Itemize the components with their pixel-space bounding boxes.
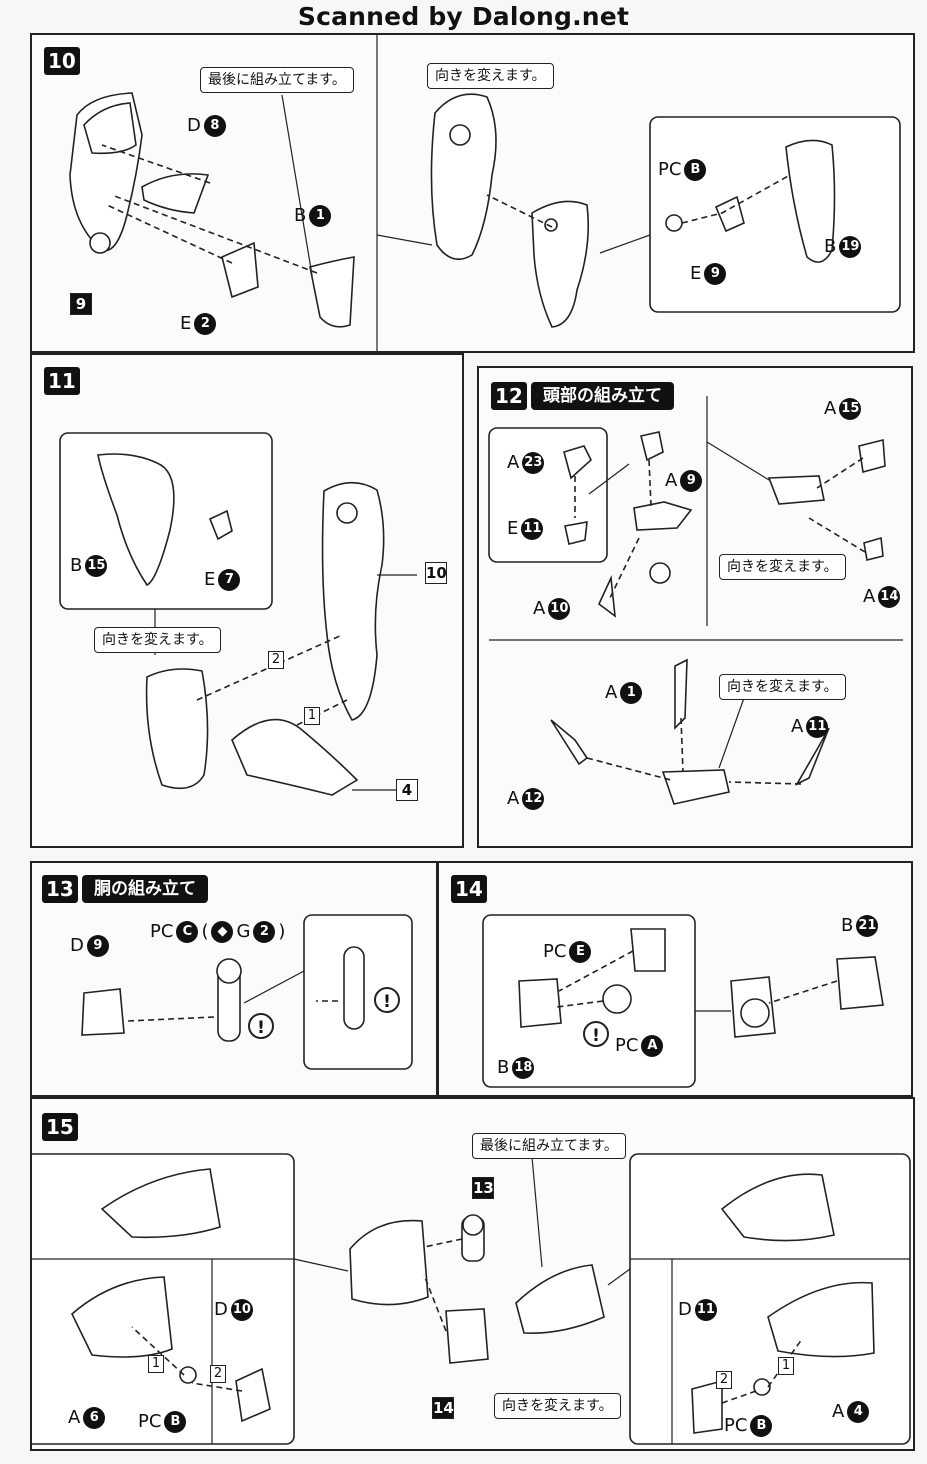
note-change-direction-2: 向きを変えます。 bbox=[719, 674, 846, 700]
note-change-direction: 向きを変えます。 bbox=[494, 1393, 621, 1419]
step-13-illustration bbox=[81, 914, 413, 1070]
step-number: 14 bbox=[451, 875, 487, 903]
step-15-illustration bbox=[32, 1153, 911, 1445]
step-number: 15 bbox=[42, 1113, 78, 1141]
sequence-1-left: 1 bbox=[148, 1355, 164, 1373]
sequence-2-right: 2 bbox=[716, 1371, 732, 1389]
warning-icon: ! bbox=[374, 987, 400, 1013]
step-ref-13: 13 bbox=[472, 1177, 494, 1199]
sequence-1: 1 bbox=[304, 707, 320, 725]
step-10-illustration bbox=[69, 35, 901, 351]
warning-icon: ! bbox=[248, 1013, 274, 1039]
runner-icon: ◆ bbox=[211, 921, 234, 943]
watermark: Scanned by Dalong.net bbox=[297, 2, 630, 31]
step-11-illustration bbox=[59, 432, 417, 796]
note-change-direction: 向きを変えます。 bbox=[427, 63, 554, 89]
step-15-panel: 15 最後に組み立てます。 向きを変えます。 13 bbox=[30, 1097, 915, 1451]
step-ref-9: 9 bbox=[70, 293, 92, 315]
step-ref-4: 4 bbox=[396, 779, 418, 801]
step-12-illustration bbox=[488, 396, 903, 805]
step-number: 11 bbox=[44, 367, 80, 395]
note-last-assembly: 最後に組み立てます。 bbox=[472, 1133, 626, 1159]
note-change-direction: 向きを変えます。 bbox=[94, 627, 221, 653]
note-change-direction-1: 向きを変えます。 bbox=[719, 554, 846, 580]
sequence-2-left: 2 bbox=[210, 1365, 226, 1383]
step-ref-14: 14 bbox=[432, 1397, 454, 1419]
step-number: 13 bbox=[42, 875, 78, 903]
step-ref-10: 10 bbox=[425, 562, 447, 584]
warning-icon: ! bbox=[583, 1021, 609, 1047]
step-title: 頭部の組み立て bbox=[531, 382, 674, 410]
sequence-2: 2 bbox=[268, 651, 284, 669]
sequence-1-right: 1 bbox=[778, 1357, 794, 1375]
step-number: 10 bbox=[44, 47, 80, 75]
step-title: 胴の組み立て bbox=[82, 875, 208, 903]
note-last-assembly: 最後に組み立てます。 bbox=[200, 67, 354, 93]
step-number: 12 bbox=[491, 382, 527, 410]
